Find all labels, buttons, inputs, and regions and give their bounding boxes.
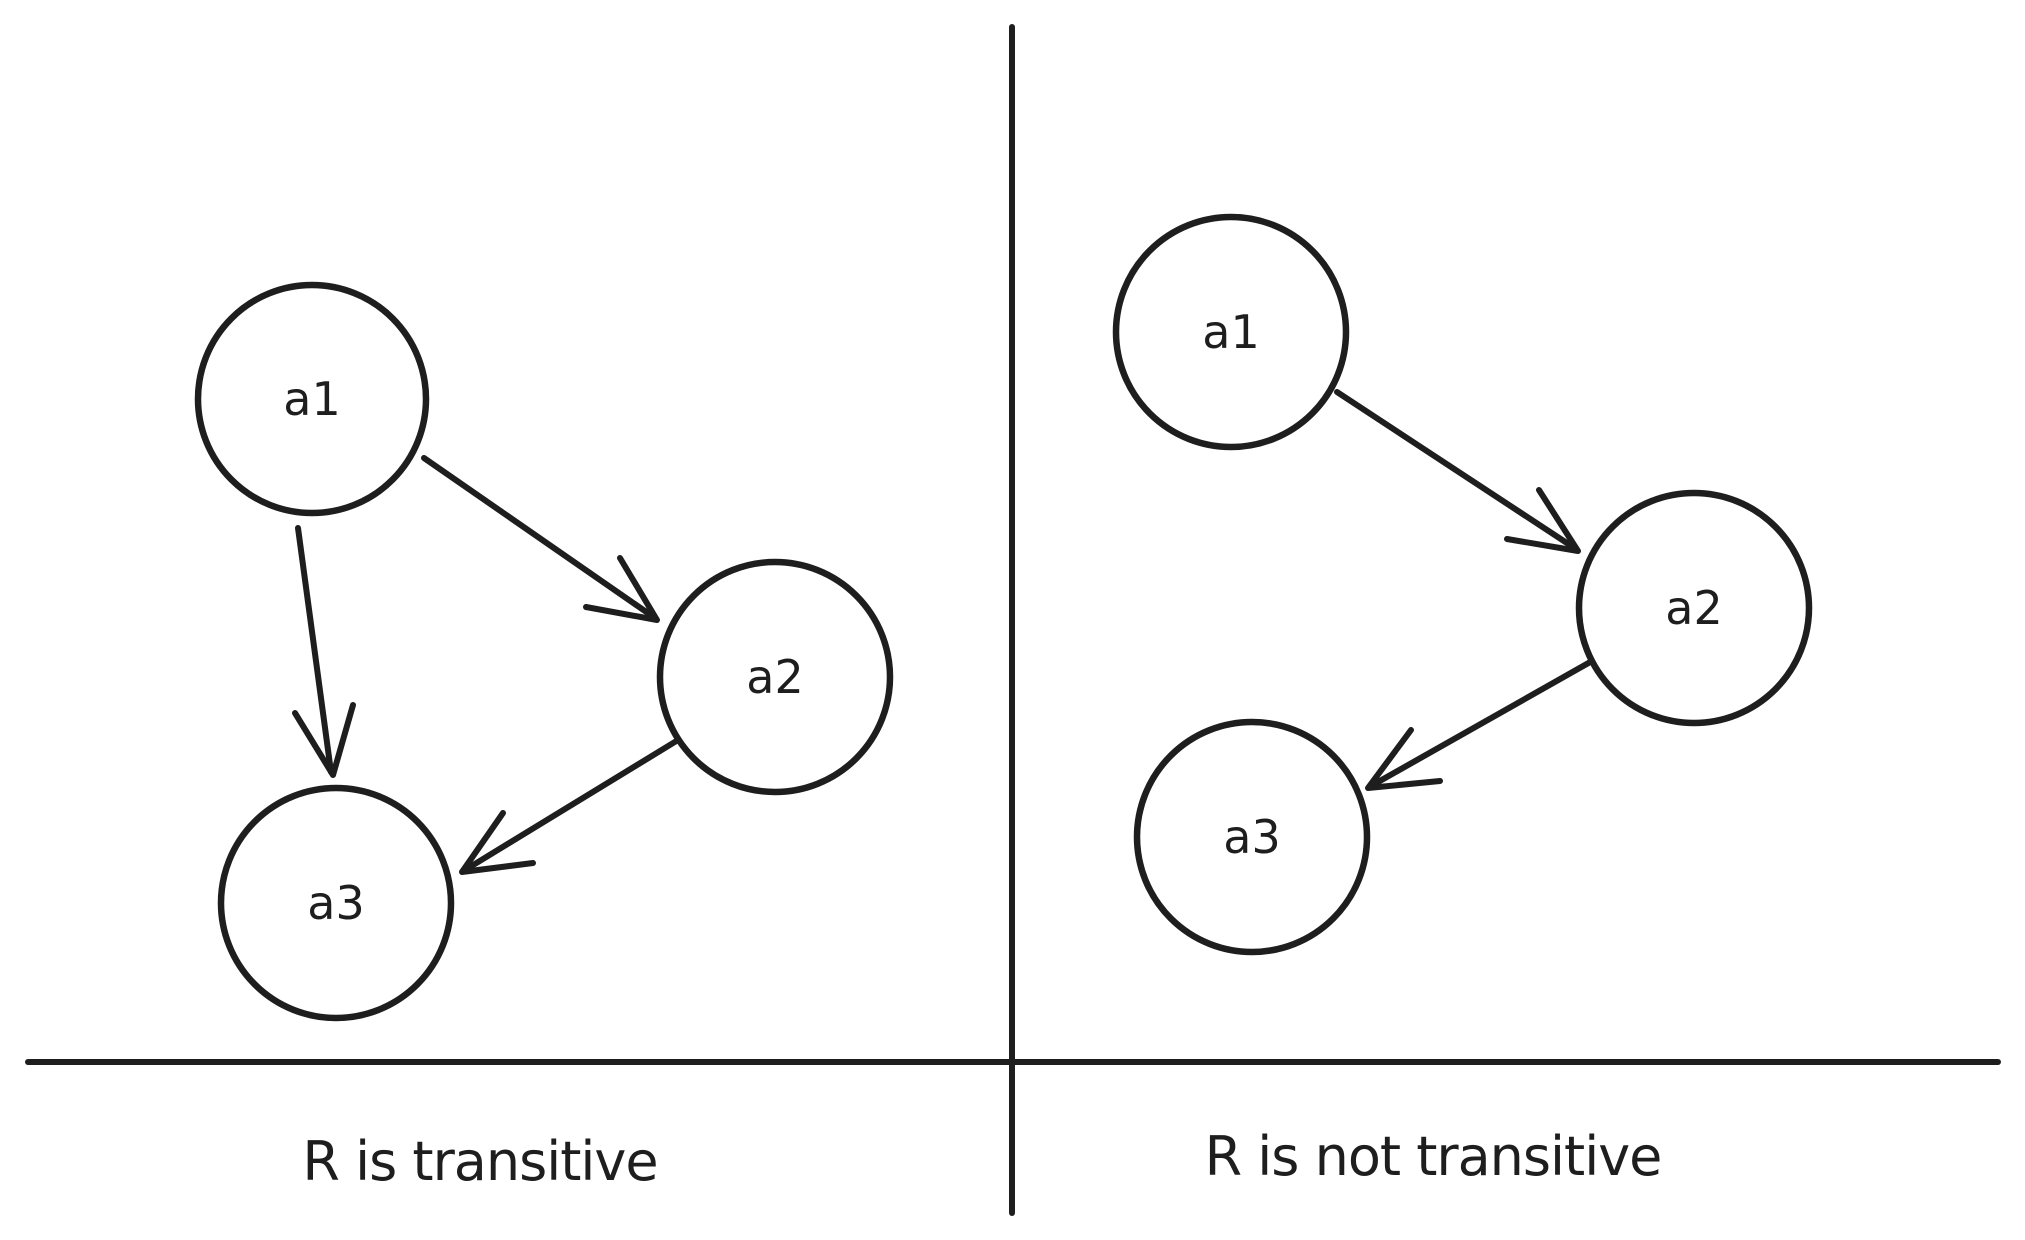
node-a3-label: a3	[307, 876, 364, 930]
arrow-head	[583, 555, 660, 623]
node-a2-label: a2	[746, 650, 803, 704]
arrow-head	[1504, 487, 1581, 554]
node-a3-circle	[217, 784, 455, 1022]
arrow-head	[292, 702, 356, 778]
arrow-shaft	[295, 525, 334, 775]
node-a1-label: a1	[283, 372, 340, 426]
node-a1-circle	[1112, 213, 1350, 451]
arrow-shaft	[462, 737, 681, 873]
node-a2-label: a2	[1665, 581, 1722, 635]
edge-a1-a2-arrow	[1334, 389, 1581, 554]
node-a2-circle	[1575, 489, 1813, 727]
arrow-shaft	[1368, 658, 1595, 789]
edge-a1-a2-arrow	[421, 455, 660, 623]
node-a2-circle	[656, 558, 894, 796]
edge-a2-a3-arrow	[1365, 658, 1595, 791]
arrow-head	[459, 810, 536, 875]
arrow-shaft	[1334, 389, 1579, 552]
right-panel: a1 a2 a3 R is not transitive	[1112, 213, 1813, 1188]
edge-a2-a3-arrow	[459, 737, 681, 875]
node-a1-label: a1	[1202, 305, 1259, 359]
node-a1-circle	[194, 281, 430, 517]
edge-a1-a3-arrow	[292, 525, 356, 778]
left-panel: a1 a2 a3 R is transitive	[194, 281, 894, 1193]
arrow-shaft	[421, 455, 658, 621]
node-a3-circle	[1133, 718, 1371, 956]
arrow-head	[1365, 727, 1443, 791]
right-panel-caption: R is not transitive	[1205, 1125, 1662, 1188]
node-a3-label: a3	[1223, 810, 1280, 864]
left-panel-caption: R is transitive	[302, 1130, 657, 1193]
